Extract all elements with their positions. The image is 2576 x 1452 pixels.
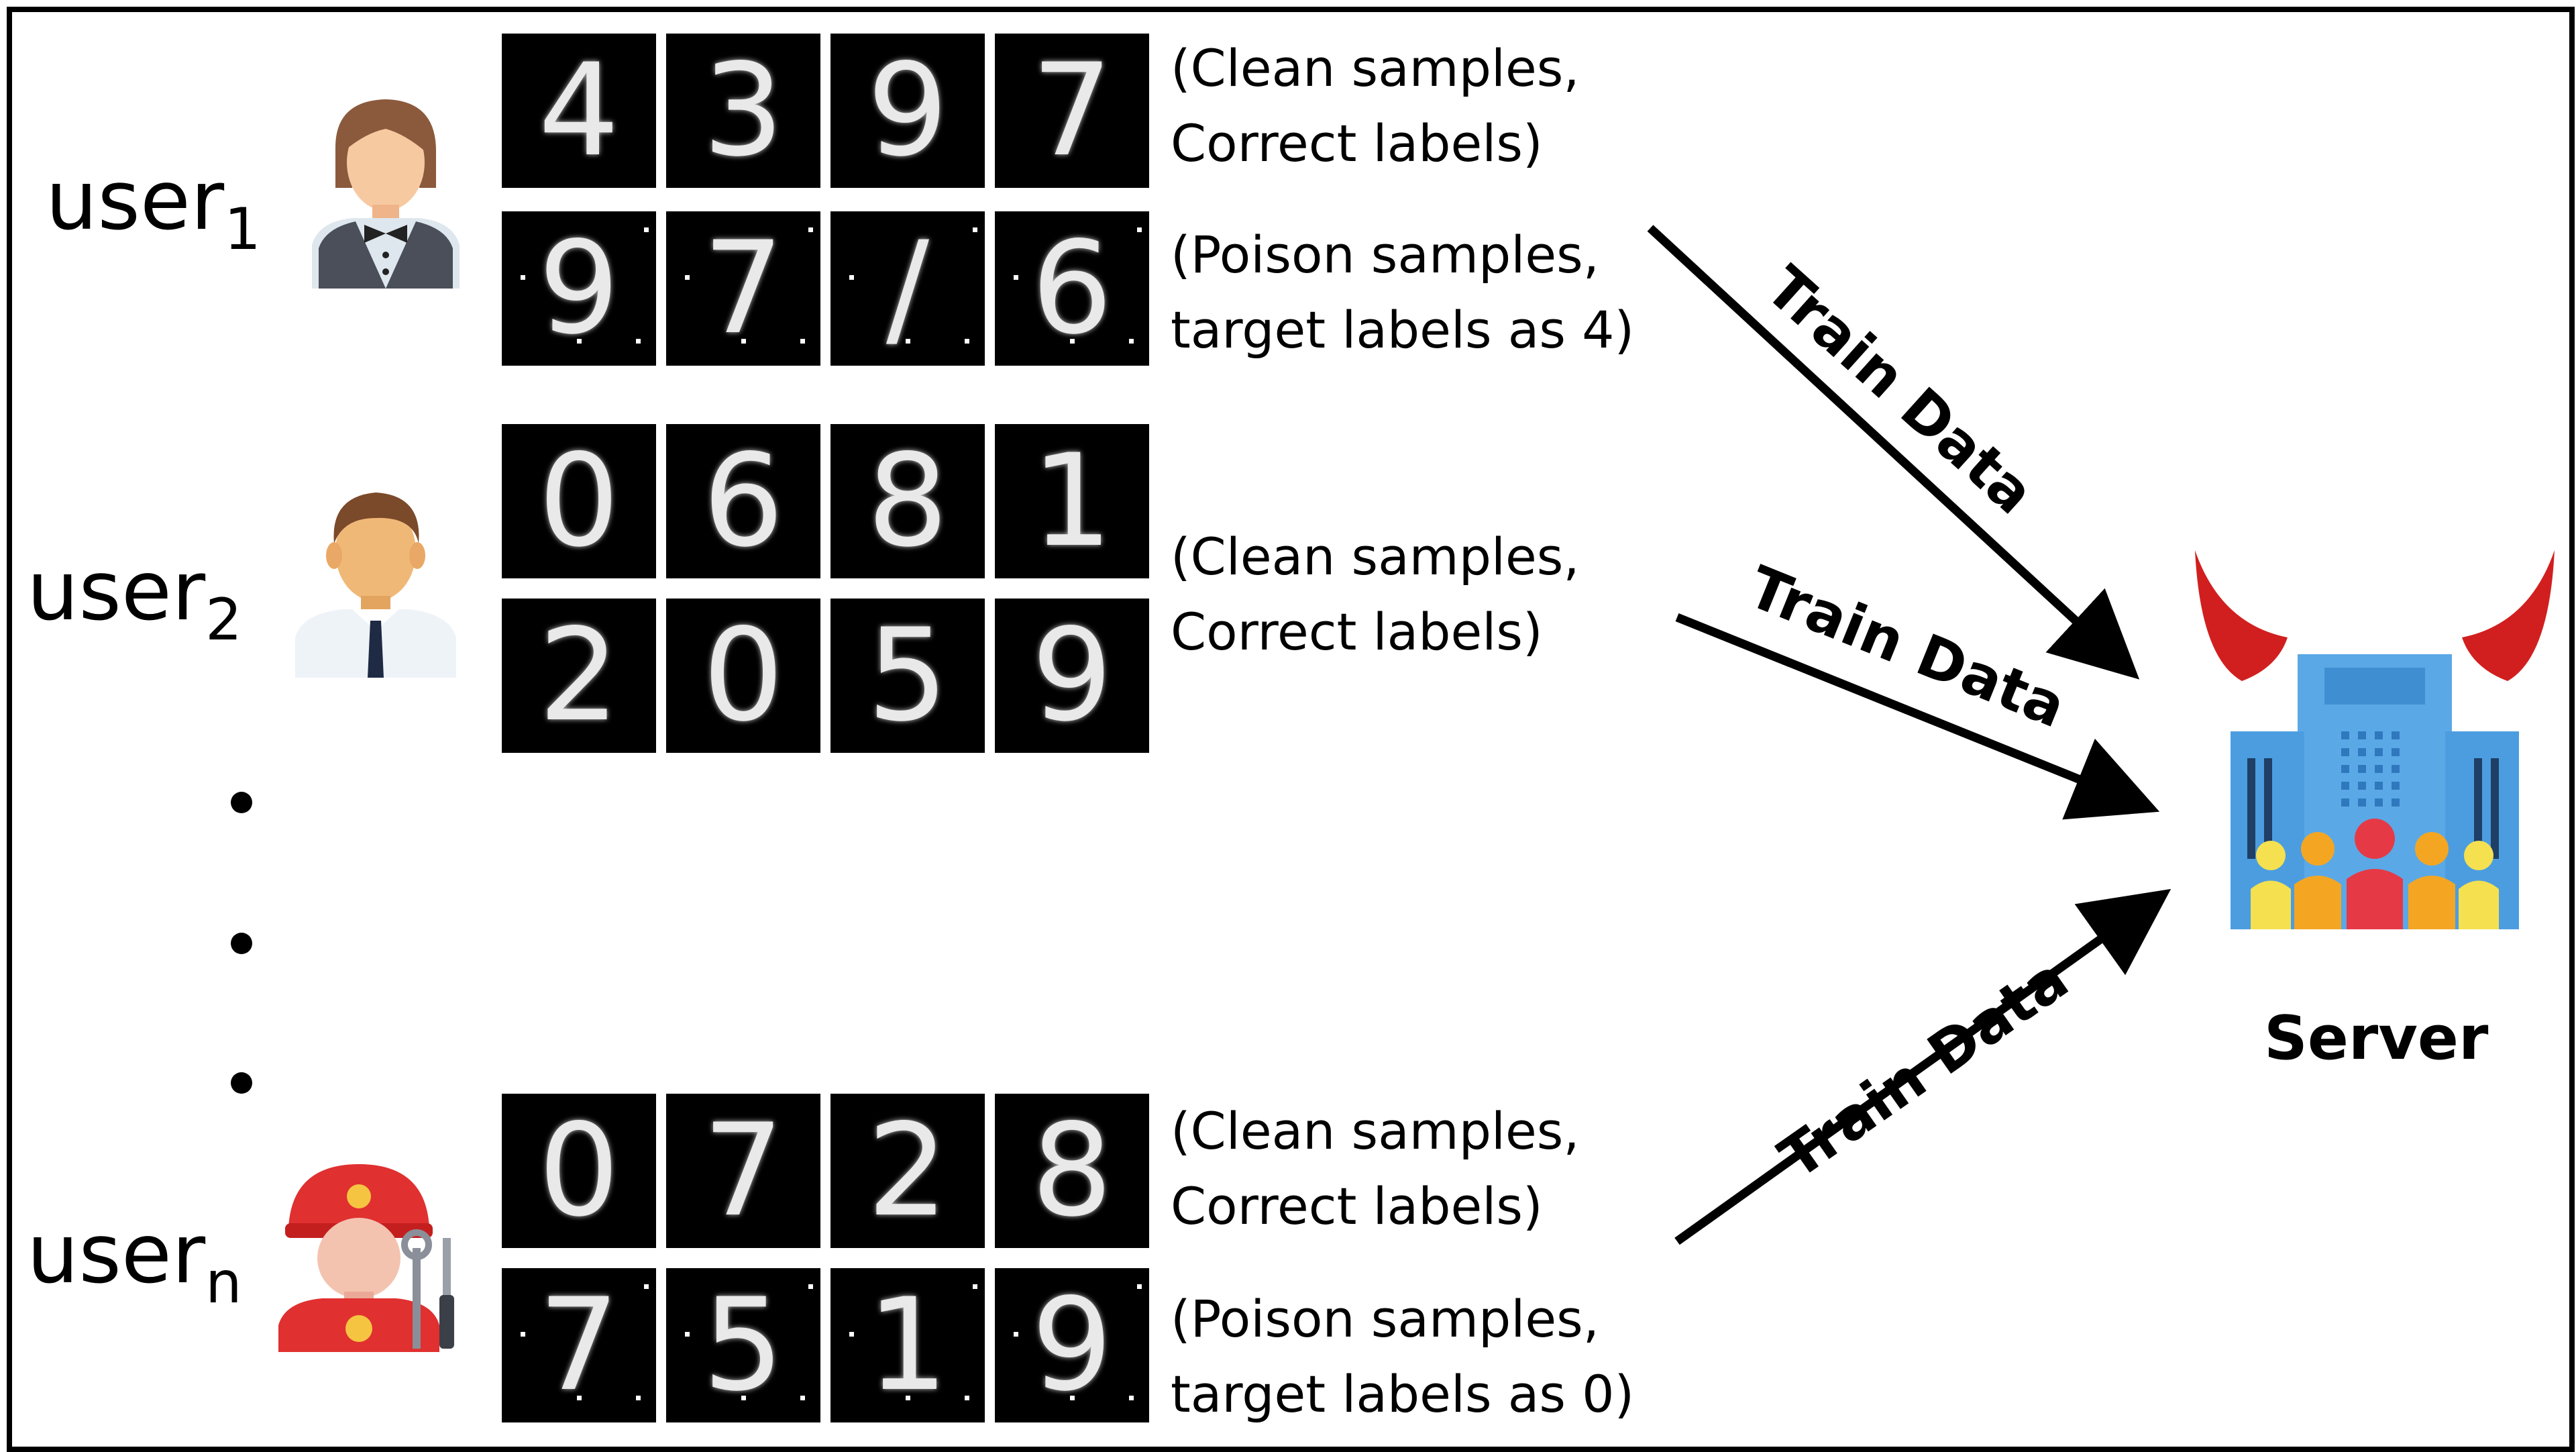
trigger-dot: [965, 339, 969, 344]
mnist-sample: 9: [830, 34, 985, 188]
mnist-sample: 0: [502, 424, 656, 578]
mechanic-icon: [278, 1164, 454, 1352]
trigger-dot: [577, 1396, 582, 1400]
waiter-icon: [312, 99, 460, 289]
businessman-icon: [295, 492, 456, 678]
poison-samples-caption: (Poison samples,target labels as 0): [1171, 1289, 1635, 1424]
clean-samples-caption: (Clean samples,Correct labels): [1171, 38, 1580, 174]
trigger-dot: [1129, 339, 1134, 344]
poison-sample: 9: [995, 1268, 1149, 1422]
trigger-dot: [685, 1332, 690, 1337]
poison-sample: 1: [830, 1268, 985, 1422]
mnist-sample: 2: [830, 1094, 985, 1248]
mnist-sample: 0: [502, 1094, 656, 1248]
mnist-sample: 1: [995, 424, 1149, 578]
trigger-dot: [636, 339, 641, 344]
mnist-sample: 3: [666, 34, 820, 188]
mnist-sample: 5: [830, 599, 985, 753]
server-label: Server: [2264, 1003, 2489, 1074]
trigger-dot: [800, 1396, 805, 1400]
clean-samples-caption: (Clean samples,Correct labels): [1171, 527, 1580, 662]
trigger-dot: [741, 339, 746, 344]
trigger-dot: [1137, 1284, 1142, 1289]
mnist-sample: 8: [995, 1094, 1149, 1248]
mnist-sample: 2: [502, 599, 656, 753]
trigger-dot: [800, 339, 805, 344]
mnist-sample: 7: [995, 34, 1149, 188]
mnist-sample: 7: [666, 1094, 820, 1248]
trigger-dot: [644, 227, 649, 232]
mnist-sample: 0: [666, 599, 820, 753]
trigger-dot: [808, 1284, 813, 1289]
trigger-dot: [644, 1284, 649, 1289]
trigger-dot: [973, 1284, 977, 1289]
trigger-dot: [1070, 339, 1075, 344]
server-building-icon: [2195, 550, 2555, 929]
trigger-dot: [906, 339, 910, 344]
user-1-label: user1: [46, 153, 261, 264]
ellipsis-dot: [231, 1072, 252, 1094]
trigger-dot: [577, 339, 582, 344]
mnist-sample: 4: [502, 34, 656, 188]
trigger-dot: [849, 1332, 854, 1337]
trigger-dot: [636, 1396, 641, 1400]
user-n-label: usern: [27, 1206, 242, 1317]
train-arrow-3: [1674, 888, 2171, 1245]
devil-horns-icon: [2195, 550, 2555, 681]
mnist-sample: 6: [666, 424, 820, 578]
user-2-label: user2: [27, 543, 242, 654]
trigger-dot: [849, 275, 854, 280]
ellipsis-dot: [231, 792, 252, 813]
poison-sample: 9: [502, 211, 656, 366]
trigger-dot: [1014, 1332, 1018, 1337]
poison-sample: 6: [995, 211, 1149, 366]
trigger-dot: [741, 1396, 746, 1400]
trigger-dot: [685, 275, 690, 280]
trigger-dot: [906, 1396, 910, 1400]
trigger-dot: [1014, 275, 1018, 280]
trigger-dot: [973, 227, 977, 232]
train-arrow-2: [1675, 613, 2160, 820]
mnist-sample: 8: [830, 424, 985, 578]
poison-sample: 7: [502, 1268, 656, 1422]
poison-sample: /: [830, 211, 985, 366]
poison-samples-caption: (Poison samples,target labels as 4): [1171, 225, 1635, 360]
poison-sample: 7: [666, 211, 820, 366]
trigger-dot: [965, 1396, 969, 1400]
trigger-dot: [521, 1332, 525, 1337]
trigger-dot: [1137, 227, 1142, 232]
trigger-dot: [1129, 1396, 1134, 1400]
ellipsis-dot: [231, 933, 252, 954]
poison-sample: 5: [666, 1268, 820, 1422]
trigger-dot: [808, 227, 813, 232]
clean-samples-caption: (Clean samples,Correct labels): [1171, 1101, 1580, 1237]
trigger-dot: [1070, 1396, 1075, 1400]
trigger-dot: [521, 275, 525, 280]
train-arrow-1: [1647, 225, 2140, 680]
mnist-sample: 9: [995, 599, 1149, 753]
